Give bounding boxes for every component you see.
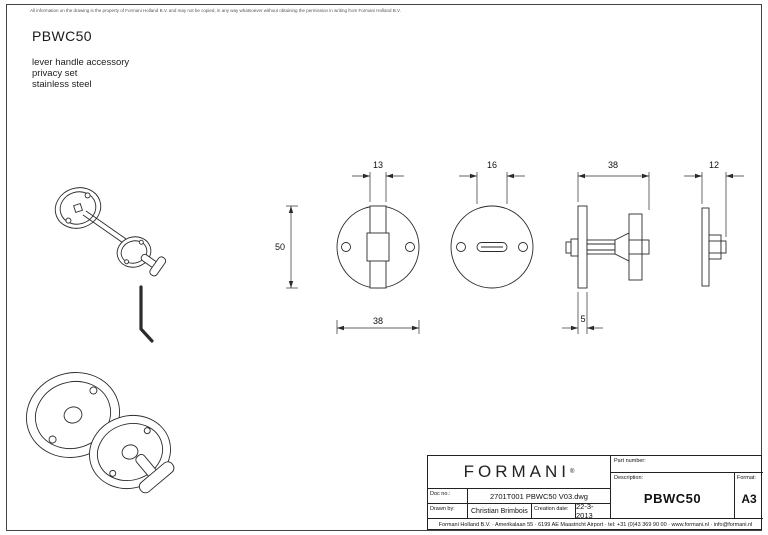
description-value: PBWC50	[643, 491, 702, 506]
format-value: A3	[741, 492, 757, 506]
creation-date-value: 22-3-2013	[576, 502, 611, 520]
description-label: Description:	[614, 475, 644, 481]
slot-view-drawing	[450, 205, 534, 289]
format-cell: Format: A3	[735, 473, 763, 518]
registered-mark: ®	[569, 469, 575, 475]
creation-date-label: Creation date:	[532, 504, 576, 518]
brand-logo: FORMANI®	[428, 456, 611, 489]
drawn-by-value: Christian Brimbois	[468, 504, 532, 518]
company-footer: Formani Holland B.V. · Amerikalaan 55 · …	[428, 518, 763, 531]
subtitle-line-2: privacy set	[32, 68, 78, 79]
assembled-view-drawing	[26, 372, 175, 494]
dim-label-16: 16	[487, 160, 497, 170]
subtitle-line-3: stainless steel	[32, 79, 92, 90]
dim-label-50: 50	[275, 242, 285, 252]
dim-label-5: 5	[580, 314, 585, 324]
allen-key-icon	[139, 285, 154, 343]
dimension-50: 50	[275, 205, 298, 289]
dimension-16: 16	[459, 160, 525, 204]
disclaimer-text: All information on the drawing is the pr…	[30, 8, 401, 13]
product-subtitle: lever handle accessory privacy set stain…	[32, 57, 129, 90]
subtitle-line-1: lever handle accessory	[32, 57, 130, 68]
dimension-13: 13	[352, 160, 404, 202]
profile-view-drawing	[701, 207, 727, 287]
exploded-view-drawing	[54, 187, 167, 343]
front-view-drawing	[336, 205, 420, 289]
dim-label-38-side: 38	[608, 160, 618, 170]
dim-label-12: 12	[709, 160, 719, 170]
dimension-38-side: 38	[577, 160, 650, 210]
drawn-by-label: Drawn by:	[428, 504, 468, 518]
dim-label-13: 13	[373, 160, 383, 170]
dimension-5: 5	[562, 292, 603, 334]
doc-no-value: 2701T001 PBWC50 V03.dwg	[468, 489, 611, 504]
dimension-12: 12	[684, 160, 744, 237]
description-cell: Description: PBWC50	[611, 473, 735, 518]
brand-name: FORMANI	[463, 462, 570, 481]
side-view-drawing	[565, 205, 650, 289]
dimension-38-front: 38	[336, 316, 420, 334]
page-title: PBWC50	[32, 28, 92, 44]
format-label: Format:	[737, 475, 756, 481]
part-number-label: Part number:	[611, 456, 763, 473]
title-block: FORMANI® Doc no.: 2701T001 PBWC50 V03.dw…	[427, 455, 763, 531]
sheet-border	[6, 4, 762, 531]
doc-no-label: Doc no.:	[428, 489, 468, 504]
dim-label-38-front: 38	[373, 316, 383, 326]
